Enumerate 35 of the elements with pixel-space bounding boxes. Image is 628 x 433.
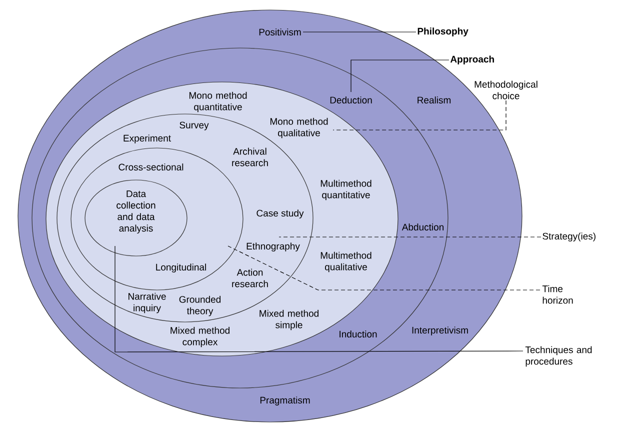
- layer-item: Grounded theory: [179, 296, 221, 316]
- layer-item: Experiment: [124, 134, 171, 144]
- layer-label: Approach: [450, 56, 494, 64]
- layer-label: Strategy(ies): [542, 232, 596, 242]
- layer-label: Philosophy: [418, 28, 468, 36]
- layer-item: Mono method qualitative: [270, 118, 328, 138]
- layer-item: Cross-sectional: [118, 164, 184, 170]
- layer-item: Deduction: [330, 96, 372, 104]
- layer-item: Abduction: [402, 224, 444, 230]
- layer-item: Multimethod quantitative: [320, 180, 372, 200]
- layer-item: Archival research: [232, 148, 268, 166]
- leader-line: [278, 236, 542, 238]
- layer-item: Positivism: [259, 28, 301, 36]
- leader-line: [228, 246, 540, 290]
- layer-item: Mixed method complex: [170, 326, 230, 348]
- layer-item: Multimethod qualitative: [320, 252, 372, 272]
- layer-label: Time horizon: [542, 285, 573, 304]
- layer-item: Interpretivism: [412, 326, 468, 336]
- layer-item: Realism: [418, 96, 451, 104]
- layer-item: Narrative inquiry: [128, 292, 166, 314]
- layer-label: Techniques and procedures: [525, 346, 592, 367]
- layer-item: Induction: [340, 330, 377, 338]
- leader-line: [332, 100, 506, 130]
- layer-item: Mono method quantitative: [189, 92, 247, 112]
- leader-line: [114, 246, 524, 352]
- layer-item: Action research: [232, 268, 268, 288]
- leader-line: [350, 60, 450, 92]
- layer-item: Data collection and data analysis: [116, 190, 156, 234]
- layer-item: Case study: [256, 210, 304, 218]
- layer-label: Methodological choice: [474, 80, 538, 100]
- layer-item: Longitudinal: [156, 264, 206, 272]
- layer-item: Survey: [180, 122, 209, 130]
- layer-item: Mixed method simple: [260, 310, 318, 330]
- layer-item: Pragmatism: [260, 396, 310, 406]
- layer-item: Ethnography: [246, 242, 300, 252]
